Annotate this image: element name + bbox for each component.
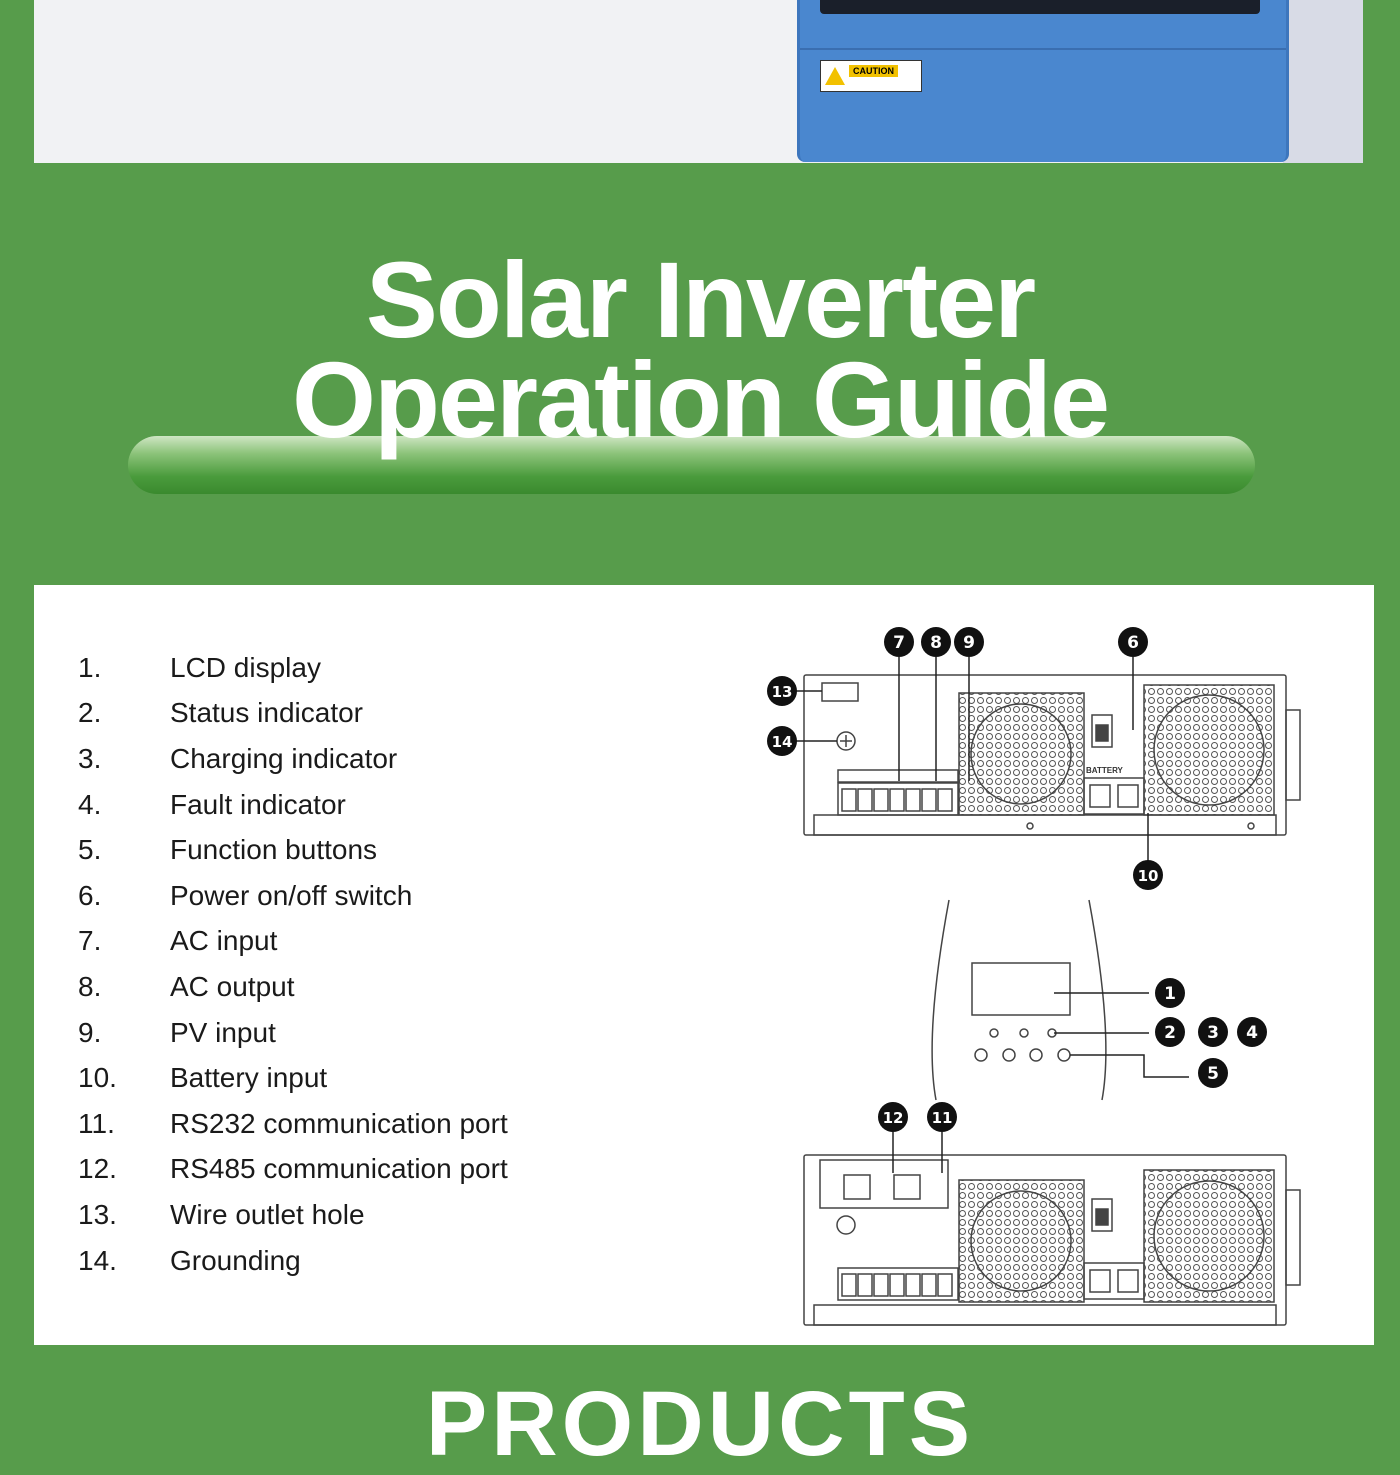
legend-item: 12. RS485 communication port [78, 1147, 508, 1193]
callout-13: 13 [767, 676, 797, 706]
legend-number: 9. [78, 1016, 102, 1048]
inverter-screen [820, 0, 1260, 14]
legend-number: 5. [78, 834, 102, 866]
legend-label: Battery input [170, 1062, 328, 1094]
caution-label: CAUTION [849, 65, 898, 77]
callout-7: 7 [884, 627, 914, 657]
legend-number: 1. [78, 651, 102, 683]
legend-label: Status indicator [170, 697, 363, 729]
callout-11: 11 [927, 1102, 957, 1132]
legend-item: 2. Status indicator [78, 691, 508, 737]
legend-label: AC output [170, 970, 295, 1002]
callout-4: 4 [1237, 1017, 1267, 1047]
callout-13-label: 13 [772, 683, 793, 701]
legend-number: 8. [78, 970, 102, 1002]
inverter-seam [800, 48, 1286, 50]
bottom-panel-view [803, 674, 1301, 836]
legend-label: AC input [170, 925, 278, 957]
leader-lines-front [1054, 992, 1189, 1078]
callout-11-label: 11 [932, 1109, 953, 1127]
page-title: Solar Inverter Operation Guide [0, 239, 1400, 460]
product-photo: CAUTION [34, 0, 1363, 163]
bottom-panel-view-2 [803, 1154, 1301, 1326]
legend-number: 3. [78, 742, 102, 774]
legend-number: 4. [78, 788, 102, 820]
callout-2-label: 2 [1164, 1023, 1176, 1043]
callout-5-label: 5 [1207, 1064, 1219, 1084]
inverter-image: CAUTION [797, 0, 1289, 162]
legend-number: 11. [78, 1107, 115, 1139]
legend-item: 14. Grounding [78, 1238, 508, 1284]
guide-panel: 1. LCD display 2. Status indicator 3. Charg… [34, 585, 1374, 1345]
callout-1-label: 1 [1164, 984, 1176, 1004]
callout-8: 8 [921, 627, 951, 657]
legend-item: 9. PV input [78, 1010, 508, 1056]
photo-background [1283, 0, 1363, 163]
legend-label: PV input [170, 1016, 276, 1048]
legend-number: 14. [78, 1244, 117, 1276]
legend-item: 6. Power on/off switch [78, 873, 508, 919]
legend-label: LCD display [170, 651, 321, 683]
callout-14: 14 [767, 726, 797, 756]
legend-label: Wire outlet hole [170, 1198, 365, 1230]
inverter-diagram: BATTERY [767, 627, 1301, 1326]
legend-number: 13. [78, 1198, 117, 1230]
callout-10: 10 [1133, 860, 1163, 890]
legend-label: Fault indicator [170, 788, 346, 820]
legend-label: Charging indicator [170, 742, 398, 774]
legend-label: Grounding [170, 1244, 301, 1276]
legend-item: 5. Function buttons [78, 827, 508, 873]
callout-5: 5 [1198, 1058, 1228, 1088]
legend-label: RS232 communication port [170, 1107, 508, 1139]
legend-number: 6. [78, 879, 102, 911]
legend-item: 1. LCD display [78, 645, 508, 691]
callout-12: 12 [878, 1102, 908, 1132]
legend-item: 7. AC input [78, 919, 508, 965]
legend-number: 2. [78, 697, 102, 729]
callout-7-label: 7 [893, 633, 905, 653]
callout-14-label: 14 [772, 733, 793, 751]
callout-3-label: 3 [1207, 1023, 1219, 1043]
legend-item: 13. Wire outlet hole [78, 1192, 508, 1238]
legend-item: 8. AC output [78, 964, 508, 1010]
leader-lines-bottom [892, 1132, 943, 1173]
callout-8-label: 8 [930, 633, 942, 653]
callout-2: 2 [1155, 1017, 1185, 1047]
callout-6-label: 6 [1127, 633, 1139, 653]
callout-6: 6 [1118, 627, 1148, 657]
battery-label: BATTERY [1086, 766, 1124, 775]
caution-sticker: CAUTION [820, 60, 922, 92]
products-heading: PRODUCTS [425, 1373, 975, 1475]
legend-label: Power on/off switch [170, 879, 413, 911]
legend-number: 7. [78, 925, 102, 957]
legend-number: 10. [78, 1062, 117, 1094]
component-legend: 1. LCD display 2. Status indicator 3. Charg… [78, 645, 508, 1283]
legend-label: RS485 communication port [170, 1153, 508, 1185]
title-underline-bar [128, 436, 1255, 494]
legend-label: Function buttons [170, 834, 378, 866]
warning-icon [825, 67, 845, 85]
legend-item: 10. Battery input [78, 1055, 508, 1101]
callout-4-label: 4 [1246, 1023, 1258, 1043]
callout-3: 3 [1198, 1017, 1228, 1047]
front-panel-detail [931, 899, 1107, 1101]
legend-item: 11. RS232 communication port [78, 1101, 508, 1147]
legend-item: 4. Fault indicator [78, 782, 508, 828]
callout-9: 9 [954, 627, 984, 657]
legend-number: 12. [78, 1153, 117, 1185]
title-line-1: Solar Inverter [365, 239, 1036, 360]
callout-1: 1 [1155, 978, 1185, 1008]
callout-12-label: 12 [883, 1109, 904, 1127]
legend-item: 3. Charging indicator [78, 736, 508, 782]
callout-10-label: 10 [1138, 867, 1159, 885]
callout-9-label: 9 [963, 633, 975, 653]
title-line-2: Operation Guide [291, 339, 1110, 460]
callouts: 7 8 9 6 13 14 10 1 2 3 4 5 12 11 [767, 627, 1267, 1132]
